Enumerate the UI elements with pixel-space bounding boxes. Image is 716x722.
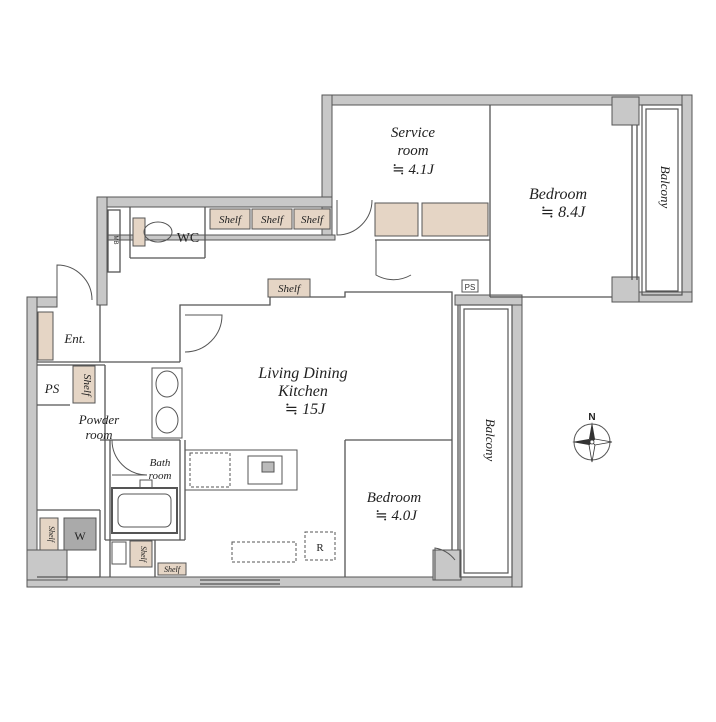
ps-label-north: PS: [465, 283, 476, 292]
ps-box-north: [461, 279, 479, 293]
wc-label: WC: [177, 231, 200, 246]
bath-room-name-2: room: [149, 470, 172, 482]
shelf-label-3: Shelf: [301, 214, 325, 226]
service-room-name-1: Service: [391, 125, 435, 141]
walls: [26, 94, 693, 588]
balcony-north-label: Balcony: [658, 166, 673, 209]
fridge-label: R: [316, 542, 324, 554]
shelf-label-1: Shelf: [219, 214, 243, 226]
bedroom-main-name: Bedroom: [529, 186, 587, 203]
mb-label: MB: [112, 236, 118, 245]
powder-room-name-1: Powder: [78, 412, 120, 427]
shelf-label-8: Shelf: [164, 565, 182, 574]
service-room-size: ≒ 4.1J: [392, 162, 435, 178]
bath-room-name-1: Bath: [150, 457, 171, 469]
ps-label-west: PS: [44, 381, 60, 396]
ldk-name-1: Living Dining: [257, 365, 347, 382]
ldk-size: ≒ 15J: [285, 401, 326, 418]
compass-icon: [572, 422, 613, 463]
balcony-east-label: Balcony: [483, 419, 498, 462]
ldk-name-2: Kitchen: [277, 383, 328, 400]
shelf-label-5: Shelf: [81, 374, 93, 398]
shelf-label-4: Shelf: [278, 283, 302, 295]
entrance-label: Ent.: [63, 331, 85, 346]
fixtures: [111, 217, 336, 565]
door-swings: [56, 199, 456, 580]
compass-n-label: N: [588, 412, 595, 423]
balcony-north: [641, 104, 683, 296]
washer-label: W: [74, 529, 86, 543]
bedroom-small-name: Bedroom: [367, 490, 422, 506]
shelf-label-2: Shelf: [261, 214, 285, 226]
washer: [63, 517, 97, 551]
interior-walls: [37, 105, 638, 585]
shelf-label-7: Shelf: [139, 546, 148, 564]
bedroom-small-size: ≒ 4.0J: [375, 508, 418, 524]
powder-room-name-2: room: [86, 427, 113, 442]
balcony-east: [459, 304, 513, 578]
bedroom-main-size: ≒ 8.4J: [541, 204, 586, 221]
shelf-label-6: Shelf: [47, 526, 56, 544]
shelves: [37, 202, 489, 576]
service-room-name-2: room: [397, 143, 428, 159]
